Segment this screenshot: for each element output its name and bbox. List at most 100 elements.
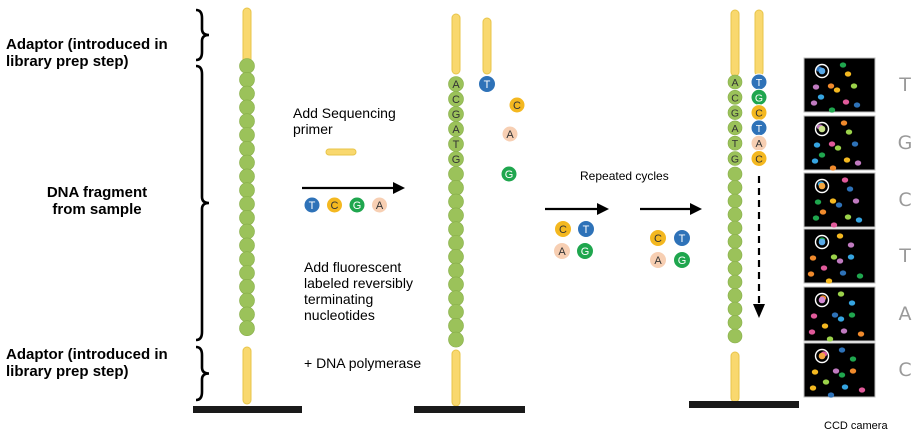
template-bead xyxy=(239,127,255,143)
template-base-letter: A xyxy=(731,123,738,135)
nucleotide-circle xyxy=(577,220,595,238)
adaptor-top-label: Adaptor (introduced in library prep step… xyxy=(6,36,168,71)
arrow-add-reagents-head xyxy=(393,182,405,194)
ccd-spot xyxy=(838,347,846,353)
template-bead xyxy=(448,193,464,210)
ccd-image-panel xyxy=(803,228,876,284)
incorporated-nucleotide-c: C xyxy=(750,150,768,167)
template-bead xyxy=(727,234,743,249)
ccd-spot xyxy=(851,141,859,147)
template-bead xyxy=(448,317,464,334)
free-nucleotide-c: C xyxy=(508,96,526,114)
ccd-base-call: C xyxy=(898,359,912,381)
template-bead xyxy=(448,166,464,182)
incorporated-nucleotide-c: C xyxy=(750,104,768,122)
ccd-highlight-ring xyxy=(814,234,830,250)
nucleotide-letter: C xyxy=(654,233,662,245)
nucleotide-letter: A xyxy=(558,246,566,258)
template-base-letter: A xyxy=(452,79,460,91)
ccd-spot xyxy=(810,100,818,106)
ccd-spot xyxy=(849,356,857,362)
ccd-image-panel xyxy=(803,286,876,342)
template-base-letter: G xyxy=(452,109,461,121)
ccd-highlight-spot xyxy=(818,67,826,75)
template-base-letter: A xyxy=(731,77,738,89)
ccd-spot xyxy=(837,316,845,322)
ccd-image-panel xyxy=(803,342,876,398)
ccd-spot xyxy=(834,145,842,151)
nucleotide-circle xyxy=(508,96,526,114)
nucleotide-circle xyxy=(500,165,518,183)
ccd-spot xyxy=(808,329,816,335)
nucleotide-circle xyxy=(673,229,691,247)
ccd-spot xyxy=(822,379,830,385)
cycle-nucleotide-g: G xyxy=(673,251,691,269)
template-bead xyxy=(727,220,743,236)
nucleotide-circle xyxy=(649,229,667,247)
template-bead xyxy=(239,72,255,88)
ccd-spot xyxy=(844,71,852,77)
ccd-spot xyxy=(807,271,815,277)
template-bead xyxy=(239,278,255,295)
ccd-spot xyxy=(821,323,829,329)
ccd-spot xyxy=(829,165,837,171)
cycle-nucleotide-a: A xyxy=(553,242,571,260)
ccd-spot xyxy=(840,120,848,126)
ccd-highlight-ring xyxy=(814,63,830,79)
ccd-spot xyxy=(831,312,839,318)
ccd-spot xyxy=(836,258,844,264)
ccd-base-call: A xyxy=(898,303,912,325)
template-bead xyxy=(448,304,464,320)
flowcell-surface-stage1 xyxy=(193,406,302,413)
incorporated-nucleotide-t: T xyxy=(478,75,496,93)
ccd-spot xyxy=(839,270,847,276)
add-polymerase-label: + DNA polymerase xyxy=(304,355,422,371)
template-bead xyxy=(239,237,255,254)
template-bead xyxy=(727,90,743,105)
ccd-spot xyxy=(833,87,841,93)
nucleotide-circle xyxy=(553,242,571,260)
template-bead xyxy=(448,248,464,265)
extension-direction-arrow-head xyxy=(753,304,765,318)
reagent-nucleotide-c: C xyxy=(326,196,343,214)
nucleotide-letter: T xyxy=(583,224,590,236)
template-base-letter: T xyxy=(453,139,460,151)
ccd-base-call: T xyxy=(899,74,911,96)
ccd-highlight-spot xyxy=(818,182,826,190)
nucleotide-letter: G xyxy=(505,169,514,181)
cycle-nucleotide-c: C xyxy=(554,220,572,238)
nucleotide-circle xyxy=(371,196,388,214)
template-bead xyxy=(239,210,255,226)
ccd-spot xyxy=(842,99,850,105)
template-bead xyxy=(239,182,255,198)
flowcell-surface-stage2 xyxy=(414,406,525,413)
adaptor-bottom-label: Adaptor (introduced in library prep step… xyxy=(6,346,168,381)
ccd-image-panel xyxy=(803,172,876,228)
template-bead xyxy=(239,320,255,337)
nucleotide-letter: T xyxy=(756,123,763,135)
template-bead xyxy=(448,180,464,196)
ccd-spot xyxy=(809,385,817,391)
ccd-image-panel xyxy=(803,57,876,113)
cycle-nucleotide-t: T xyxy=(577,220,595,238)
ccd-spot xyxy=(838,372,846,378)
ccd-spot xyxy=(858,387,866,393)
reagent-nucleotide-a: A xyxy=(371,196,388,214)
ccd-highlight-ring xyxy=(814,178,830,194)
template-base-letter: G xyxy=(731,108,739,120)
nucleotide-letter: T xyxy=(309,200,316,212)
ccd-spot xyxy=(847,242,855,248)
ccd-spot xyxy=(850,83,858,89)
ccd-spot xyxy=(844,214,852,220)
cycle-nucleotide-t: T xyxy=(673,229,691,247)
arrow-repeated-cycles-1-head xyxy=(597,203,609,215)
ccd-highlight-ring xyxy=(814,292,830,308)
ccd-spot xyxy=(812,84,820,90)
incorporated-nucleotide-a: A xyxy=(750,134,768,152)
template-bead xyxy=(727,151,743,166)
nucleotide-circle xyxy=(576,242,594,260)
ccd-spot xyxy=(857,331,865,337)
nucleotide-letter: A xyxy=(506,129,514,141)
template-bead xyxy=(727,301,743,317)
incorporated-nucleotide-g: G xyxy=(750,88,768,106)
